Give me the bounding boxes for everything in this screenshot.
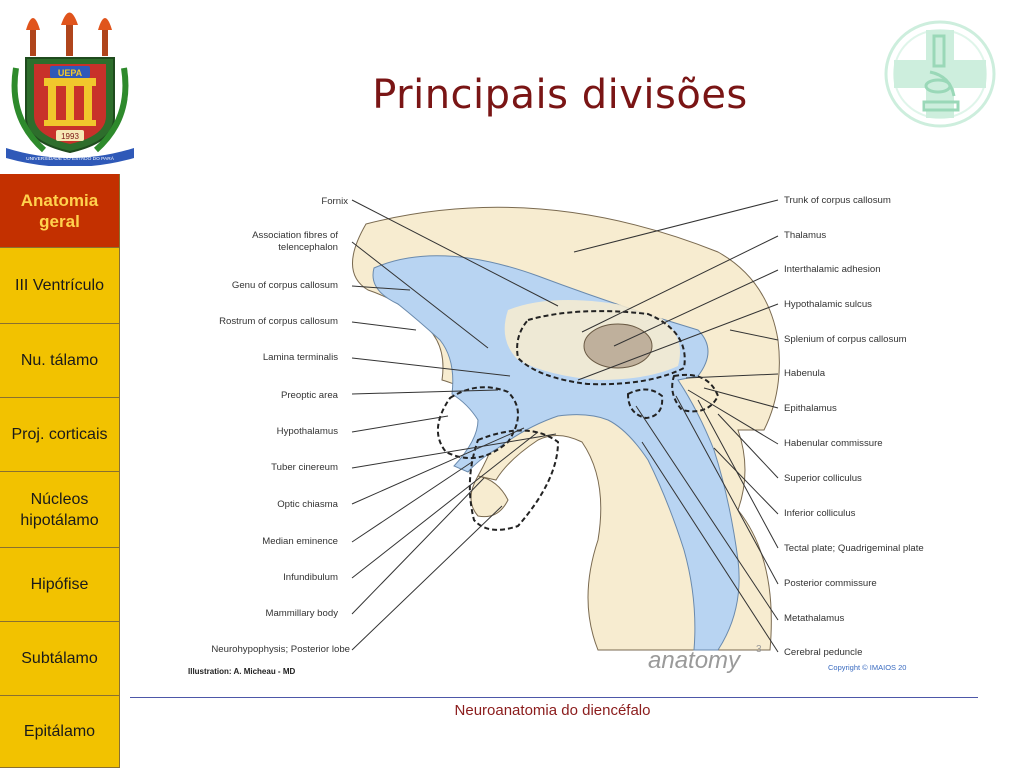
label-fornix: Fornix (321, 196, 348, 207)
sidebar-item-subtalamo[interactable]: Subtálamo (0, 622, 120, 696)
label-habenula: Habenula (784, 368, 826, 379)
label-tectal-plate: Tectal plate; Quadrigeminal plate (784, 543, 924, 554)
label-inferior-colliculus: Inferior colliculus (784, 508, 856, 519)
left-labels: Fornix Association fibres of telencephal… (211, 196, 350, 655)
sidebar-item-proj-corticais[interactable]: Proj. corticais (0, 398, 120, 472)
label-metathalamus: Metathalamus (784, 613, 844, 624)
label-telencephalon: telencephalon (278, 242, 338, 253)
sidebar-item-hipofise[interactable]: Hipófise (0, 548, 120, 622)
right-labels: Trunk of corpus callosum Thalamus Intert… (784, 195, 924, 658)
anatomy-watermark-superscript: 3 (756, 644, 762, 655)
label-infundibulum: Infundibulum (283, 572, 338, 583)
slide-title: Principais divisões (300, 72, 820, 118)
university-crest-logo: UEPA 1993 UNIVERSIDADE DO ESTADO DO PARÁ (2, 8, 138, 166)
label-association-fibres: Association fibres of (252, 230, 338, 241)
label-thalamus: Thalamus (784, 230, 826, 241)
interthalamic-adhesion-region (584, 324, 652, 368)
sidebar-item-nu-talamo[interactable]: Nu. tálamo (0, 324, 120, 398)
sidebar-item-nucleos-hipotalamo[interactable]: Núcleos hipotálamo (0, 472, 120, 548)
label-trunk-corpus-callosum: Trunk of corpus callosum (784, 195, 891, 206)
label-rostrum-corpus-callosum: Rostrum of corpus callosum (219, 316, 338, 327)
label-interthalamic-adhesion: Interthalamic adhesion (784, 264, 881, 275)
copyright-text: Copyright © IMAIOS 20 (828, 663, 906, 672)
illustration-credit: Illustration: A. Micheau - MD (188, 667, 295, 676)
slide-footer: Neuroanatomia do diencéfalo (300, 702, 805, 719)
label-posterior-commissure: Posterior commissure (784, 578, 877, 589)
footer-divider (130, 697, 978, 698)
label-neurohypophysis: Neurohypophysis; Posterior lobe (211, 644, 350, 655)
label-epithalamus: Epithalamus (784, 403, 837, 414)
label-median-eminence: Median eminence (262, 536, 338, 547)
label-mammillary-body: Mammillary body (265, 608, 338, 619)
diencephalon-diagram: Fornix Association fibres of telencephal… (178, 180, 944, 680)
label-superior-colliculus: Superior colliculus (784, 473, 862, 484)
crest-name: UEPA (58, 68, 83, 78)
label-hypothalamic-sulcus: Hypothalamic sulcus (784, 299, 872, 310)
crest-ribbon-text: UNIVERSIDADE DO ESTADO DO PARÁ (26, 155, 115, 162)
sidebar-nav: Anatomia geral III Ventrículo Nu. tálamo… (0, 174, 120, 768)
anatomy-watermark-text: anatomy (648, 647, 742, 674)
sidebar-item-anatomia-geral[interactable]: Anatomia geral (0, 174, 120, 248)
label-genu-corpus-callosum: Genu of corpus callosum (232, 280, 338, 291)
microscope-emblem-logo (880, 18, 1000, 130)
label-splenium-corpus-callosum: Splenium of corpus callosum (784, 334, 907, 345)
torch-icons (26, 13, 112, 57)
crest-year: 1993 (61, 132, 79, 141)
sidebar-item-iii-ventriculo[interactable]: III Ventrículo (0, 248, 120, 324)
label-optic-chiasma: Optic chiasma (277, 499, 338, 510)
label-lamina-terminalis: Lamina terminalis (263, 352, 338, 363)
label-preoptic-area: Preoptic area (281, 390, 339, 401)
label-tuber-cinereum: Tuber cinereum (271, 462, 338, 473)
label-cerebral-peduncle: Cerebral peduncle (784, 647, 862, 658)
label-hypothalamus: Hypothalamus (277, 426, 339, 437)
label-habenular-commissure: Habenular commissure (784, 438, 883, 449)
sidebar-item-epitalamo[interactable]: Epitálamo (0, 696, 120, 768)
